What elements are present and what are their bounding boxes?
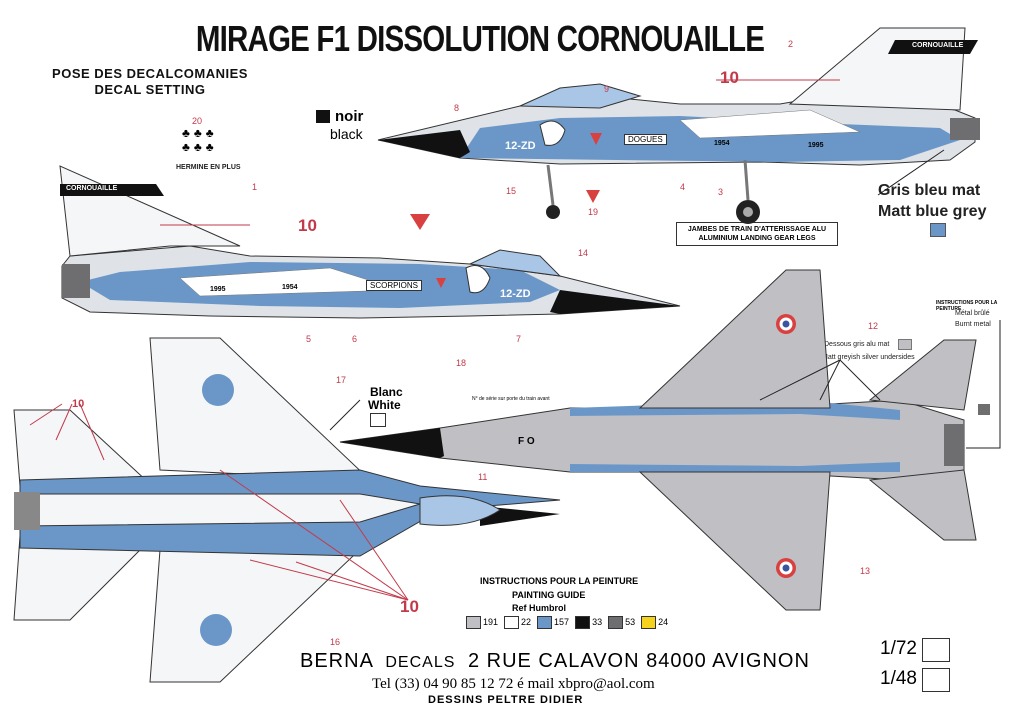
- paint-swatch-color: [537, 616, 553, 629]
- metal-fr: Métal brûlé: [955, 310, 990, 317]
- paint-swatch-color: [466, 616, 481, 629]
- black-swatch: [316, 110, 330, 123]
- paint-swatch-3: 33: [575, 616, 603, 629]
- callout-7: 7: [516, 334, 522, 344]
- paint-swatch-2: 157: [537, 616, 570, 629]
- callout-10-right: 10: [720, 68, 739, 87]
- paint-swatch-color: [504, 616, 520, 629]
- painting-ref: Ref Humbrol: [512, 603, 566, 613]
- paint-swatch-5: 24: [641, 616, 669, 629]
- pointer-lines: [329, 149, 1001, 449]
- matt-blue-grey-label: Matt blue grey: [878, 203, 987, 220]
- callout-19: 19: [588, 207, 599, 217]
- white-swatch: [370, 413, 386, 427]
- metal-title: INSTRUCTIONS POUR LA PEINTURE: [936, 300, 998, 312]
- paint-swatch-color: [575, 616, 591, 629]
- left-side-profile: [59, 165, 681, 319]
- callout-10-top-big: 10: [400, 597, 419, 616]
- callout-17: 17: [336, 375, 347, 385]
- underside-serial: F O: [518, 436, 535, 447]
- paint-swatch-code: 33: [592, 616, 603, 627]
- paint-swatch-code: 157: [554, 616, 570, 627]
- blue-grey-swatch: [930, 223, 946, 237]
- blanc-label: Blanc: [370, 385, 403, 399]
- paint-swatch-0: 191: [466, 616, 499, 629]
- callout-2: 2: [788, 39, 794, 49]
- black-label: black: [330, 126, 363, 142]
- page-title: MIRAGE F1 DISSOLUTION CORNOUAILLE: [195, 18, 765, 59]
- callout-12: 12: [868, 321, 879, 331]
- paint-swatch-color: [608, 616, 624, 629]
- callout-16: 16: [330, 637, 341, 647]
- scale-1-72-checkbox[interactable]: [922, 638, 950, 662]
- scorpions-marking: SCORPIONS: [366, 280, 423, 291]
- nose-serial-note: N° de série sur porte du train avant: [472, 396, 550, 402]
- noir-label: noir: [335, 108, 364, 125]
- right-side-profile: [377, 27, 980, 224]
- callout-13: 13: [860, 566, 871, 576]
- credit-line: DESSINS PELTRE DIDIER: [428, 694, 584, 706]
- paint-swatch-code: 53: [625, 616, 636, 627]
- underside-swatch: [898, 339, 912, 350]
- cornouaille-tail-right: CORNOUAILLE: [912, 42, 964, 49]
- painting-title-en: PAINTING GUIDE: [512, 590, 586, 600]
- landing-gear-note: JAMBES DE TRAIN D'ATTERISSAGE ALU ALUMIN…: [676, 222, 838, 246]
- paint-swatch-1: 22: [504, 616, 532, 629]
- code-right: 12-ZD: [505, 140, 536, 152]
- company-name: BERNA: [300, 650, 373, 672]
- scale-1-48-checkbox[interactable]: [922, 668, 950, 692]
- address: 2 RUE CALAVON 84000 AVIGNON: [467, 650, 810, 672]
- callout-18: 18: [456, 358, 467, 368]
- callout-1: 1: [252, 182, 258, 192]
- hermine-extra-grid: 20 ♣♣♣♣♣♣: [168, 116, 228, 164]
- subtitle-en: DECAL SETTING: [94, 82, 206, 97]
- hermine-icons: ♣♣♣♣♣♣: [182, 126, 218, 154]
- year-1954-left: 1954: [282, 284, 298, 291]
- callout-5: 5: [306, 334, 312, 344]
- underside-en: Matt greyish silver undersides: [822, 354, 915, 361]
- callout-3: 3: [718, 187, 724, 197]
- callout-lines: [29, 79, 840, 601]
- metal-en: Burnt metal: [955, 321, 991, 328]
- paint-swatch-code: 191: [483, 616, 499, 627]
- callout-15: 15: [506, 186, 517, 196]
- painting-title-fr: INSTRUCTIONS POUR LA PEINTURE: [480, 576, 639, 586]
- hermine-count: 20: [192, 116, 203, 126]
- top-view: [13, 337, 561, 683]
- footer-address-line: BERNA DECALS 2 RUE CALAVON 84000 AVIGNON: [300, 650, 810, 673]
- year-1954-right: 1954: [714, 140, 730, 147]
- scale-1-48-label: 1/48: [880, 668, 917, 689]
- scale-1-72-label: 1/72: [880, 638, 917, 659]
- callout-14: 14: [578, 248, 589, 258]
- callout-4: 4: [680, 182, 686, 192]
- landing-gear-en: ALUMINIUM LANDING GEAR LEGS: [698, 235, 816, 242]
- callout-8: 8: [454, 103, 460, 113]
- burnt-metal-swatch: [978, 404, 990, 415]
- white-label: White: [368, 398, 401, 412]
- year-1995-right: 1995: [808, 142, 824, 149]
- callout-11: 11: [478, 472, 488, 482]
- contact-line: Tel (33) 04 90 85 12 72 é mail xbpro@aol…: [372, 676, 655, 692]
- callout-9: 9: [604, 84, 610, 94]
- decals-word: DECALS: [385, 654, 456, 671]
- year-1995-left: 1995: [210, 286, 226, 293]
- underside-view: [339, 269, 977, 611]
- callout-10-top-small: 10: [72, 398, 85, 410]
- paint-swatch-color: [641, 616, 657, 629]
- callout-10-left: 10: [298, 216, 317, 235]
- hermine-label: HERMINE EN PLUS: [176, 164, 241, 171]
- paint-swatches: 191 22 157 33 53 24: [466, 616, 674, 629]
- underside-fr: Dessous gris alu mat: [824, 341, 890, 348]
- callout-6: 6: [352, 334, 358, 344]
- paint-swatch-code: 24: [658, 616, 669, 627]
- code-left: 12-ZD: [500, 288, 531, 300]
- subtitle-fr: POSE DES DECALCOMANIES: [52, 66, 248, 81]
- paint-swatch-4: 53: [608, 616, 636, 629]
- gris-bleu-label: Gris bleu mat: [878, 182, 981, 199]
- cornouaille-tail-left: CORNOUAILLE: [66, 185, 118, 192]
- paint-swatch-code: 22: [521, 616, 532, 627]
- dogues-marking: DOGUES: [624, 134, 667, 145]
- landing-gear-fr: JAMBES DE TRAIN D'ATTERISSAGE ALU: [687, 226, 827, 233]
